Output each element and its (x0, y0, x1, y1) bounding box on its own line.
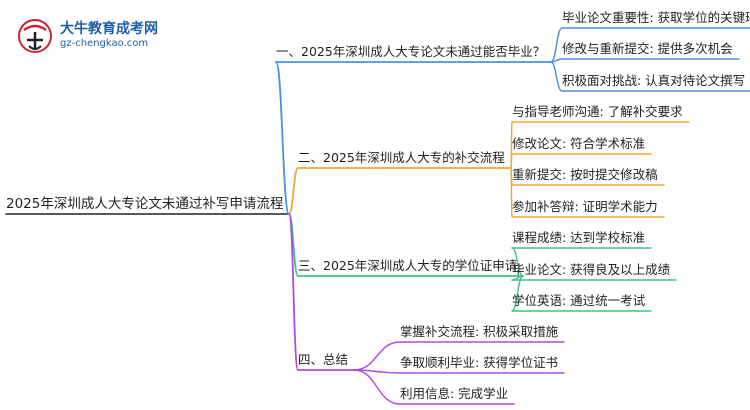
branch-node-1[interactable]: 一、2025年深圳成人大专论文未通过能否毕业？ (276, 44, 546, 59)
leaf-node[interactable]: 课程成绩: 达到学校标准 (512, 230, 646, 245)
leaf-node[interactable]: 修改与重新提交: 提供多次机会 (562, 41, 733, 56)
ox-logo-icon (18, 19, 52, 53)
leaf-node[interactable]: 利用信息: 完成学业 (400, 386, 509, 401)
branch-node-4[interactable]: 四、总结 (298, 352, 349, 367)
leaf-connector (550, 61, 563, 92)
leaf-node[interactable]: 掌握补交流程: 积极采取措施 (400, 324, 559, 339)
leaf-node[interactable]: 毕业论文重要性: 获取学位的关键环节 (562, 10, 750, 25)
logo-title: 大牛教育成考网 (60, 21, 158, 37)
branch-connector (288, 167, 299, 215)
leaf-connector (353, 341, 401, 371)
branch-node-3[interactable]: 三、2025年深圳成人大专的学位证申请 (298, 258, 518, 273)
leaf-connector (510, 167, 513, 218)
leaf-node[interactable]: 修改论文: 符合学术标准 (512, 136, 646, 151)
leaf-connector (511, 275, 524, 312)
leaf-connector (511, 247, 524, 277)
leaf-node[interactable]: 参加补答辩: 证明学术能力 (512, 199, 658, 214)
leaf-connector (550, 27, 563, 63)
branch-node-2[interactable]: 二、2025年深圳成人大专的补交流程 (298, 150, 505, 165)
leaf-node[interactable]: 毕业论文: 获得良及以上成绩 (512, 262, 671, 277)
leaf-node[interactable]: 争取顺利毕业: 获得学位证书 (400, 355, 559, 370)
leaf-connector (510, 153, 513, 169)
branch-connector (288, 213, 299, 371)
site-logo[interactable]: 大牛教育成考网 gz-chengkao.com (14, 16, 174, 56)
leaf-node[interactable]: 与指导老师沟通: 了解补交要求 (512, 104, 683, 119)
leaf-connector (353, 369, 401, 405)
logo-url: gz-chengkao.com (60, 38, 149, 49)
branch-connector (275, 61, 290, 215)
leaf-node[interactable]: 积极面对挑战: 认真对待论文撰写 (562, 73, 746, 88)
leaf-node[interactable]: 重新提交: 按时提交修改稿 (512, 167, 658, 182)
leaf-node[interactable]: 学位英语: 通过统一考试 (512, 293, 646, 308)
root-node[interactable]: 2025年深圳成人大专论文未通过补写申请流程 (6, 196, 284, 212)
